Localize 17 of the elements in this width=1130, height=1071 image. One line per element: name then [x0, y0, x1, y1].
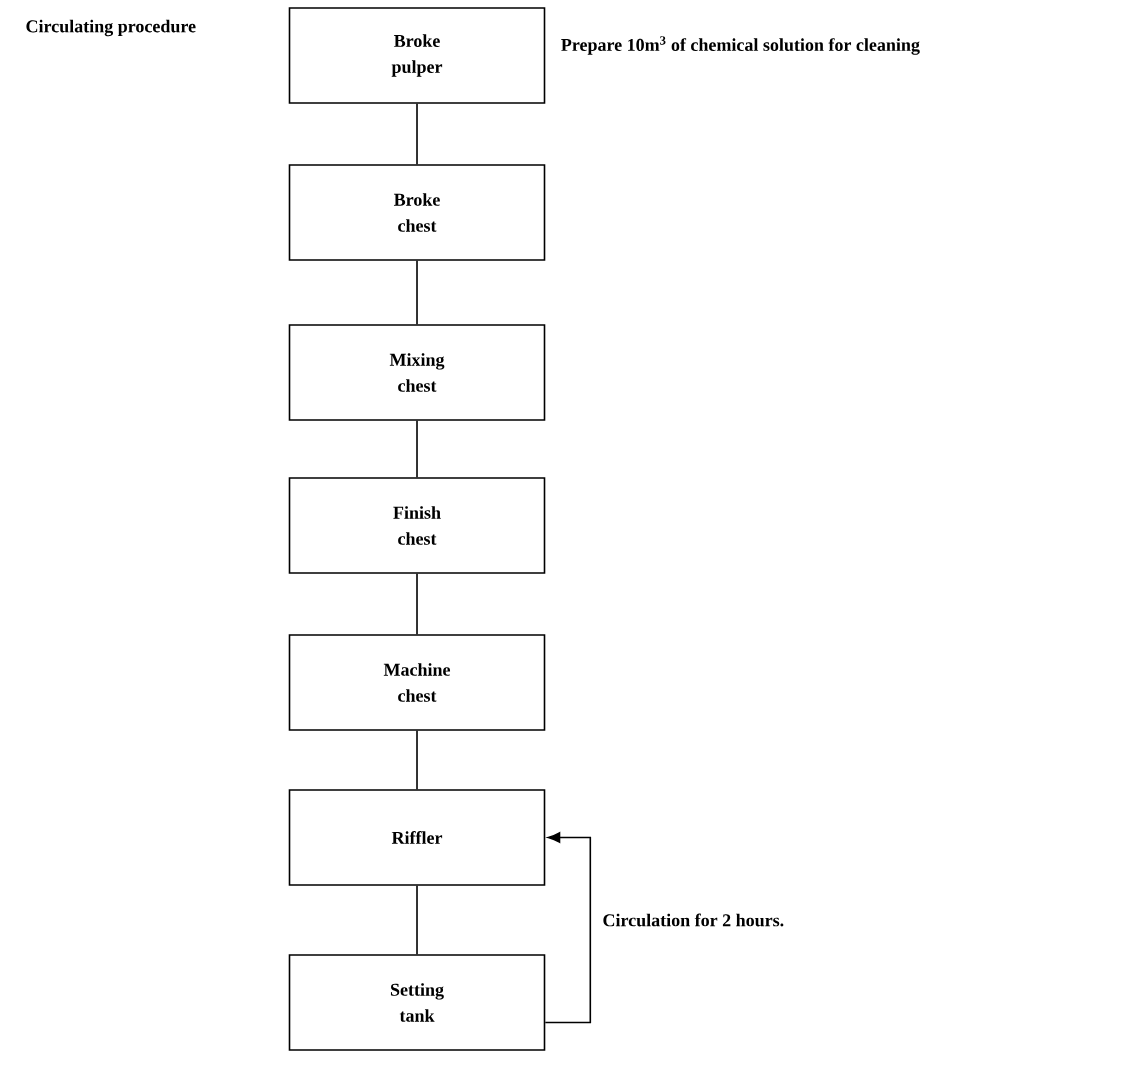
- connector: [416, 573, 418, 635]
- process-box: Finish chest: [288, 477, 546, 574]
- connector: [416, 885, 418, 955]
- process-box: Riffler: [288, 789, 546, 886]
- note: Prepare 10m$^{3}$ of chemical solution for cleaning: [561, 36, 920, 55]
- edge-label: Circulation for 2 hours.: [600, 911, 787, 929]
- connector: [416, 260, 418, 325]
- process-box: Machine chest: [288, 634, 546, 731]
- connector: [416, 420, 418, 478]
- connector: [416, 103, 418, 165]
- process-box: Mixing chest: [288, 324, 546, 421]
- process-box: Setting tank: [288, 954, 546, 1051]
- heading: Circulating procedure: [26, 19, 196, 37]
- process-box: Broke chest: [288, 164, 546, 261]
- connector: [544, 832, 592, 1024]
- process-box: Broke pulper: [288, 7, 546, 104]
- connector: [416, 730, 418, 790]
